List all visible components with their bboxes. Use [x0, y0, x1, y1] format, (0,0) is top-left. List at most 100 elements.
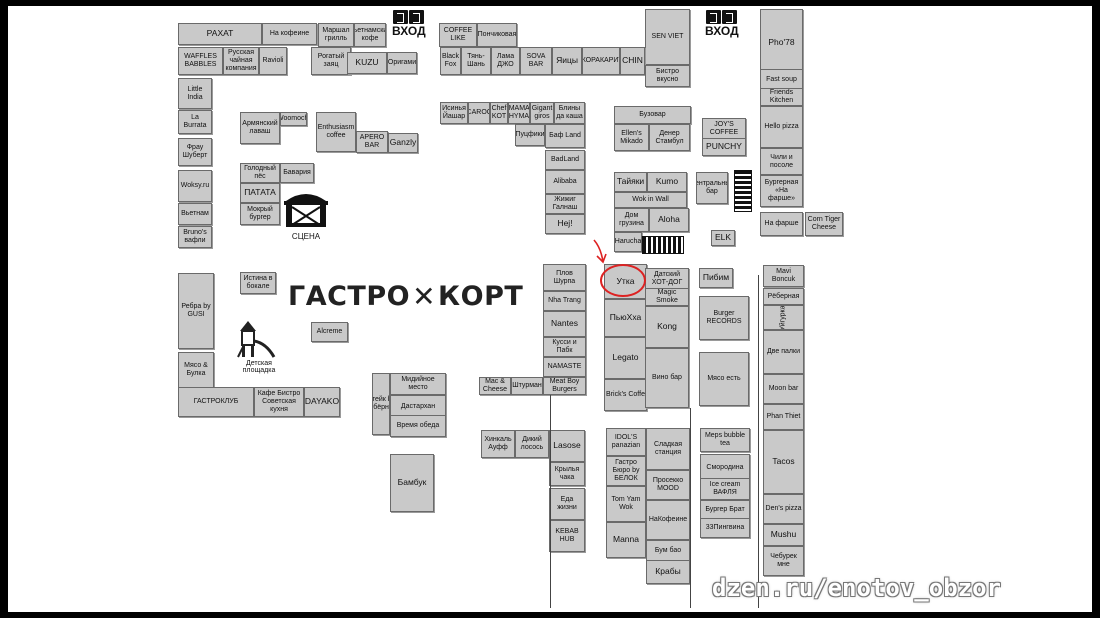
shop-block[interactable]: Плов Шурпа: [543, 264, 586, 291]
shop-block[interactable]: Стейк by ребёрная: [372, 373, 390, 435]
shop-block[interactable]: Хинкаль Ауфф: [481, 430, 515, 458]
shop-block[interactable]: Gigant giros: [530, 102, 554, 124]
shop-block[interactable]: SOVA BAR: [520, 47, 552, 75]
shop-block[interactable]: Время обеда: [390, 415, 446, 437]
shop-block[interactable]: Мясо есть: [699, 352, 749, 406]
shop-block[interactable]: MACAROONS: [468, 102, 490, 124]
shop-block[interactable]: Alibaba: [545, 170, 585, 194]
shop-block[interactable]: Friends Kitchen: [760, 88, 803, 106]
shop-block[interactable]: Блины да каша: [554, 102, 585, 124]
shop-block[interactable]: BadLand: [545, 150, 585, 170]
shop-block[interactable]: Wok in Wall: [614, 192, 687, 208]
shop-block[interactable]: IDOL'S panazian: [606, 428, 646, 456]
shop-block[interactable]: Magic Smoke: [645, 288, 689, 306]
shop-block[interactable]: Hello pizza: [760, 106, 803, 148]
shop-block[interactable]: Aloha: [649, 208, 689, 232]
shop-block[interactable]: Исинья Йашар: [440, 102, 468, 124]
shop-block[interactable]: Смородина: [700, 454, 750, 482]
shop-block[interactable]: Пончиковая: [477, 23, 517, 47]
shop-block[interactable]: KUZU: [347, 52, 387, 74]
shop-block[interactable]: Бамбук: [390, 454, 434, 512]
shop-block[interactable]: Moon bar: [763, 374, 804, 404]
shop-block[interactable]: COFFEE LIKE: [439, 23, 477, 47]
shop-block[interactable]: Мясо & Булка: [178, 352, 214, 388]
shop-block[interactable]: Woomochi: [280, 112, 307, 126]
shop-block[interactable]: Гастро Бюро by БЕЛОК: [606, 456, 646, 486]
shop-block[interactable]: Штурман: [511, 377, 543, 395]
shop-block[interactable]: Pho'78: [760, 9, 803, 77]
shop-block[interactable]: Mushu: [763, 524, 804, 546]
shop-block[interactable]: Tacos: [763, 430, 804, 494]
shop-block[interactable]: Сладкая станция: [646, 428, 690, 470]
shop-block[interactable]: Manna: [606, 522, 646, 558]
shop-block[interactable]: Harucha: [614, 232, 642, 252]
shop-block[interactable]: Woksy.ru: [178, 170, 212, 202]
shop-block[interactable]: Денер Стамбул: [649, 124, 690, 151]
shop-block[interactable]: Nantes: [543, 311, 586, 337]
shop-block[interactable]: DAYAKO: [304, 387, 340, 417]
shop-block[interactable]: ЖОРАКАРИТ: [582, 47, 620, 75]
shop-block[interactable]: Голодный пёс: [240, 163, 280, 183]
shop-block[interactable]: Black Fox: [440, 47, 461, 75]
shop-block[interactable]: Kumo: [647, 172, 687, 192]
shop-block[interactable]: Вьетнамский кофе: [354, 23, 386, 47]
shop-block[interactable]: Hej!: [545, 214, 585, 234]
shop-block[interactable]: Legato: [604, 337, 647, 379]
shop-block[interactable]: PUNCHY: [702, 138, 746, 156]
shop-block[interactable]: Ребра by GUSI: [178, 273, 214, 349]
shop-block[interactable]: Русская чайная компания: [223, 47, 259, 75]
shop-block[interactable]: CHIN: [620, 47, 645, 75]
shop-block[interactable]: Бавария: [280, 163, 314, 183]
shop-block[interactable]: Little India: [178, 78, 212, 109]
shop-block[interactable]: Дикий лосось: [515, 430, 549, 458]
shop-block[interactable]: Brick's Coffe: [604, 379, 647, 411]
shop-block[interactable]: Оригами: [387, 52, 417, 74]
shop-block[interactable]: WAFFLES BABBLES: [178, 47, 223, 75]
shop-block[interactable]: Lasose: [549, 430, 585, 462]
shop-block[interactable]: Burger RECORDS: [699, 296, 749, 340]
shop-block[interactable]: Tom Yam Wok: [606, 486, 646, 522]
shop-block[interactable]: Вьетнам: [178, 203, 212, 225]
shop-block[interactable]: Meps bubble tea: [700, 428, 750, 452]
shop-block[interactable]: Corn Tiger Cheese: [805, 212, 843, 236]
shop-block[interactable]: Уйгурка: [763, 305, 804, 330]
shop-block[interactable]: Ice cream ВАФЛЯ: [700, 478, 750, 500]
shop-block[interactable]: Дом грузина: [614, 208, 649, 232]
shop-block[interactable]: Крабы: [646, 560, 690, 584]
shop-block[interactable]: Баф Land: [545, 124, 585, 148]
shop-block[interactable]: НаКофеине: [646, 500, 690, 540]
entrance-right[interactable]: ВХОД: [705, 10, 739, 37]
shop-block[interactable]: ПАТАТА: [240, 183, 280, 203]
shop-block[interactable]: Мидийное место: [390, 373, 446, 395]
shop-block[interactable]: Яицы: [552, 47, 582, 75]
shop-block[interactable]: Mavi Boncuk: [763, 265, 804, 287]
shop-block[interactable]: Alcreme: [311, 322, 348, 342]
shop-block[interactable]: SEN VIET: [645, 9, 690, 65]
shop-block[interactable]: Bruno's вафли: [178, 226, 212, 248]
shop-block[interactable]: La Burrata: [178, 110, 212, 134]
shop-block[interactable]: Две палки: [763, 330, 804, 374]
shop-block[interactable]: Лама ДЖО: [491, 47, 520, 75]
shop-block[interactable]: Бургерная «На фарше»: [760, 175, 803, 207]
shop-block[interactable]: Enthusiasm coffee: [316, 112, 356, 152]
shop-block[interactable]: Ellen's Mikado: [614, 124, 649, 151]
shop-block[interactable]: Kong: [645, 306, 689, 348]
shop-block[interactable]: Маршал грилль: [318, 23, 354, 47]
shop-block[interactable]: Вино бар: [645, 348, 689, 408]
shop-block[interactable]: Mac & Cheese: [479, 377, 511, 395]
shop-block[interactable]: Центральный бар: [696, 172, 728, 204]
shop-block[interactable]: Chef KOT: [490, 102, 508, 124]
shop-block[interactable]: JOY'S COFFEE: [702, 118, 746, 140]
shop-block[interactable]: Тайяки: [614, 172, 647, 192]
shop-block[interactable]: Бистро вкусно: [645, 65, 690, 87]
shop-block[interactable]: На кофеине: [262, 23, 317, 45]
shop-block[interactable]: Пибим: [699, 268, 733, 288]
shop-block[interactable]: Den's pizza: [763, 494, 804, 524]
shop-block[interactable]: Чебурек мне: [763, 546, 804, 576]
shop-block[interactable]: Nha Trang: [543, 291, 586, 311]
shop-block[interactable]: ПьюХха: [604, 299, 647, 337]
shop-block[interactable]: Армянский лаваш: [240, 112, 280, 144]
shop-block[interactable]: Датский ХОТ-ДОГ: [645, 268, 689, 290]
shop-block[interactable]: NAMASTE: [543, 357, 586, 377]
shop-block[interactable]: Бум бао: [646, 540, 690, 562]
